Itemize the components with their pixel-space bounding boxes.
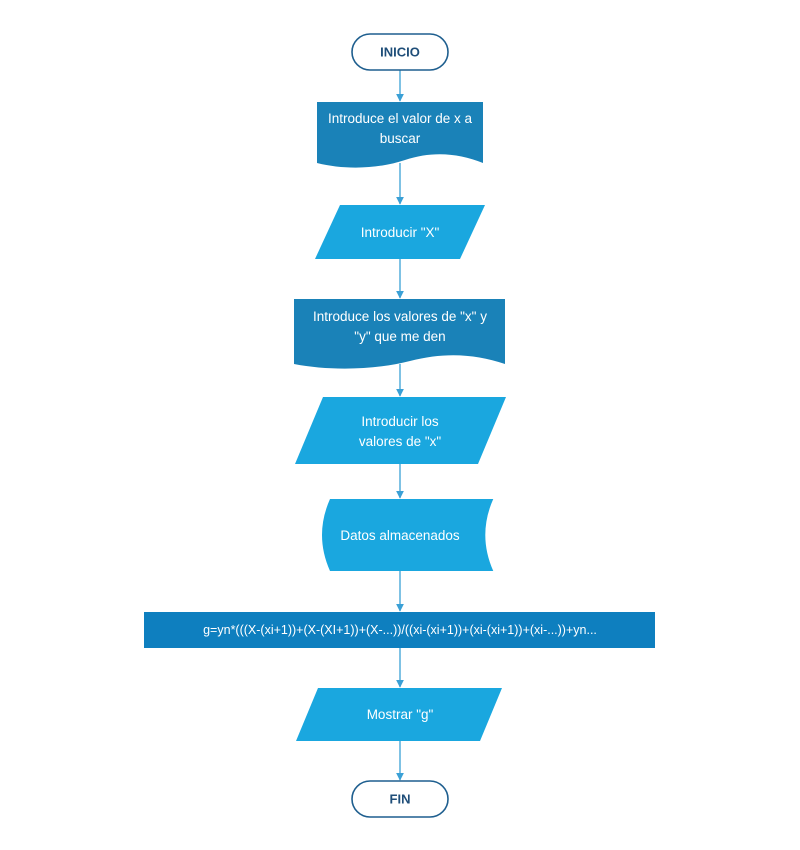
document-enter-xy: Introduce los valores de "x" y "y" que m… <box>294 299 505 369</box>
input-values-x: Introducir los valores de "x" <box>295 397 506 464</box>
start-label: INICIO <box>380 45 420 60</box>
end-label: FIN <box>390 792 411 807</box>
input-values-x-line2: valores de "x" <box>359 434 442 449</box>
input-x-label: Introducir "X" <box>361 225 440 240</box>
stored-data-label: Datos almacenados <box>340 528 460 543</box>
document-enter-xy-line2: "y" que me den <box>354 329 445 344</box>
document-enter-x-line2: buscar <box>380 131 421 146</box>
document-enter-x-line1: Introduce el valor de x a <box>328 111 473 126</box>
end-terminator: FIN <box>351 780 449 818</box>
output-g-label: Mostrar "g" <box>367 707 434 722</box>
input-x: Introducir "X" <box>315 205 485 259</box>
document-enter-x: Introduce el valor de x a buscar <box>317 102 483 168</box>
input-values-x-line1: Introducir los <box>361 414 439 429</box>
document-enter-xy-line1: Introduce los valores de "x" y <box>313 309 487 324</box>
start-terminator: INICIO <box>351 33 449 71</box>
output-g: Mostrar "g" <box>296 688 502 741</box>
process-formula: g=yn*(((X-(xi+1))+(X-(XI+1))+(X-...))/((… <box>144 612 655 648</box>
process-formula-label: g=yn*(((X-(xi+1))+(X-(XI+1))+(X-...))/((… <box>203 623 597 637</box>
stored-data: Datos almacenados <box>322 498 495 572</box>
